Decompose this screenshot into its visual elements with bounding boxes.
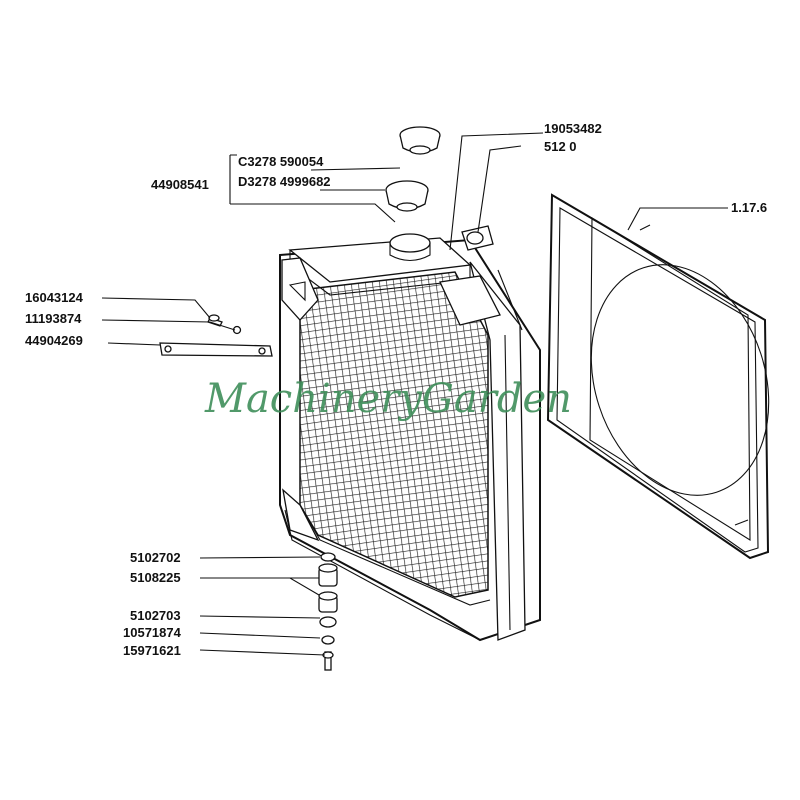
filler-neck [389, 233, 431, 253]
label-mount-2: 5108225 [130, 570, 181, 585]
mounting-stack [318, 552, 338, 671]
label-clip-a: 19053482 [544, 121, 602, 136]
label-mount-5: 15971621 [123, 643, 181, 658]
leader-lines [101, 132, 728, 656]
radiator-cap-d [385, 180, 429, 212]
radiator-cap-c [399, 126, 441, 155]
label-mount-3: 5102703 [130, 608, 181, 623]
hose-clip [461, 225, 494, 251]
label-shroud: 1.17.6 [731, 200, 767, 215]
part-labels: 44908541 C3278 590054 D3278 4999682 1905… [25, 121, 767, 658]
label-clip-b: 512 0 [544, 139, 577, 154]
label-mount-4: 10571874 [123, 625, 182, 640]
label-bracket: 44904269 [25, 333, 83, 348]
stay-bracket [159, 342, 273, 357]
label-washer-top: 11193874 [25, 311, 82, 326]
label-mount-1: 5102702 [130, 550, 181, 565]
watermark: MachineryGarden [204, 376, 572, 422]
label-screw-top: 16043124 [25, 290, 84, 305]
fan-shroud [546, 193, 770, 560]
screw-and-washer [207, 314, 242, 335]
fan-opening [590, 264, 770, 496]
label-cap-c: C3278 590054 [238, 154, 324, 169]
label-cap-d: D3278 4999682 [238, 174, 331, 189]
radiator [279, 233, 541, 642]
label-cap-group: 44908541 [151, 177, 209, 192]
